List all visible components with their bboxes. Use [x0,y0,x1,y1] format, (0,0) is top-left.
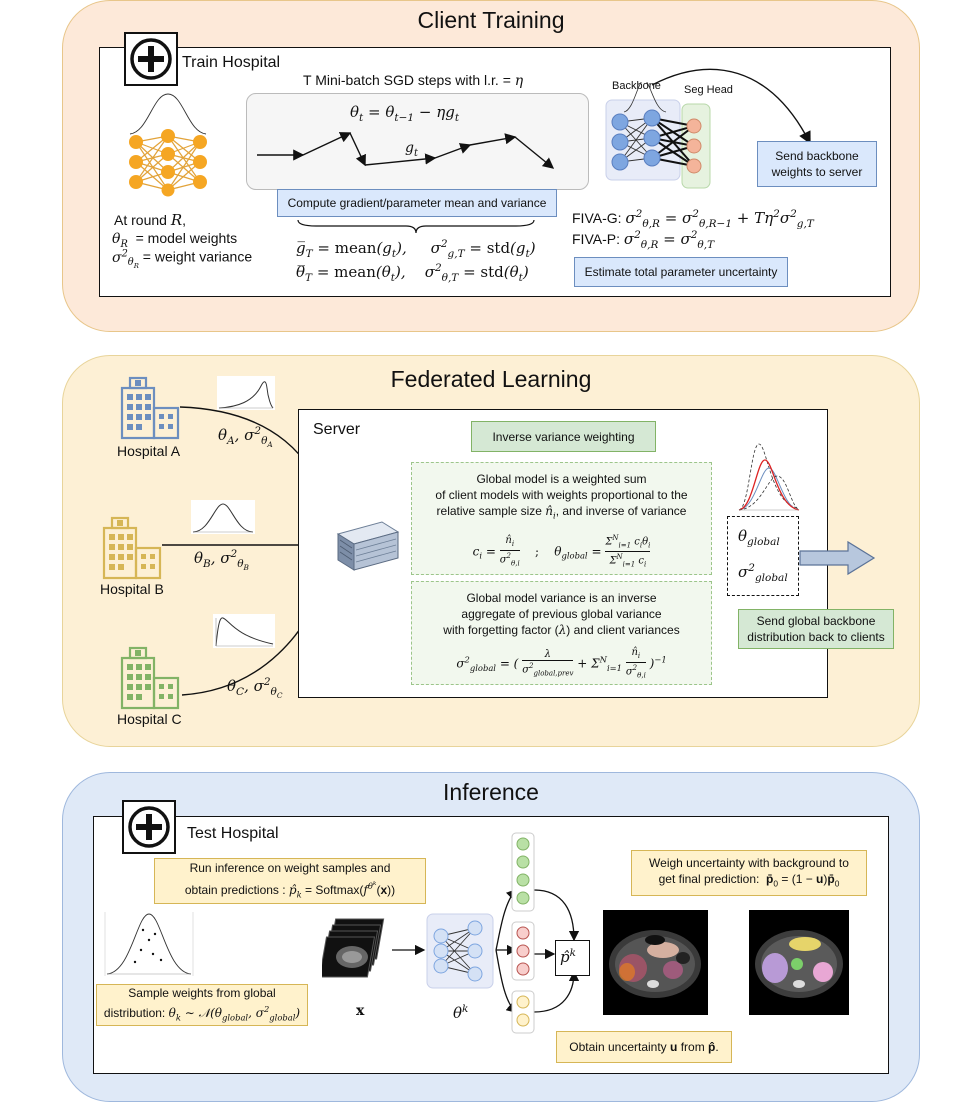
ivw-box: Inverse variance weighting [471,421,656,452]
weigh-box: Weigh uncertainty with background to get… [631,850,867,896]
global-params-box [727,516,799,596]
test-hospital-plus-icon [122,800,176,854]
train-hospital-label: Train Hospital [182,54,281,71]
stats-line-2: θ̅T = mean(θt), σ2θ,T = std(θt) [296,262,529,284]
client-training-title: Client Training [417,7,565,33]
stats-line-1: g̅T = mean(gt), σ2g,T = std(gt) [296,238,536,260]
global-distribution-icon [738,443,800,511]
ct-final-prediction-image [749,910,849,1015]
weigh-line-2: get final prediction: p̄0 = (1 − u)p̄0 [658,871,840,889]
send-backbone-box: Send backbone weights to server [757,141,877,187]
grad-label: gt [405,140,418,159]
compute-box: Compute gradient/parameter mean and vari… [277,189,557,217]
sample-weights-line-1: Sample weights from global [128,985,276,1000]
backbone-network-icon [605,82,711,189]
update-equation: θt = θt−1 − ηgt [350,103,460,124]
send-global-arrow [799,540,876,576]
params-b: θB, σ2θB [194,548,249,573]
pred-green-column [511,832,535,912]
orange-network-icon [129,93,207,197]
theta-global: θglobal [738,527,780,548]
sample-weights-box: Sample weights from global distribution:… [96,984,308,1026]
federated-title: Federated Learning [390,366,592,392]
hospital-a-label: Hospital A [117,443,181,459]
test-hospital-label: Test Hospital [187,825,279,842]
hospital-c-icon [120,646,180,710]
brace [297,219,535,234]
sample-weights-line-2: distribution: θk ∼ 𝒩(θglobal, σ2global) [103,1003,301,1023]
seghead-label: Seg Head [684,84,733,96]
ct-prediction-image [603,910,708,1015]
send-arrow [651,68,811,145]
x-label: x [356,1003,365,1019]
sgd-box [246,93,589,190]
run-inference-line-2: obtain predictions : p̂k = Softmax(fθk(x… [184,880,396,900]
fiva-g-equation: FIVA-G: σ2θ,R = σ2θ,R−1 + Tη2σ2g,T [572,208,814,230]
send-global-box: Send global backbone distribution back t… [738,609,894,649]
inference-title: Inference [443,779,539,805]
hospital-a-icon [120,376,180,440]
hospital-b-label: Hospital B [100,581,164,597]
p-hat-box [555,940,590,976]
pred-yellow-column [511,990,535,1034]
round-line-2: θR = model weights [112,230,238,250]
fiva-p-equation: FIVA-P: σ2θ,R = σ2θ,T [572,229,715,251]
uncertainty-text: Obtain uncertainty u from p̂. [569,1040,719,1054]
params-c: θC, σ2θC [227,676,283,701]
weigh-line-1: Weigh uncertainty with background to [649,855,849,870]
dist-a-icon [217,376,275,410]
dist-c-icon [213,614,275,648]
sgd-path-arrows [257,132,555,169]
uncertainty-box: Obtain uncertainty u from p̂. [556,1031,732,1063]
estimate-box: Estimate total parameter uncertainty [574,257,788,287]
sample-distribution-icon [104,912,194,976]
round-line-1: At round R, [114,211,187,229]
server-icon [336,521,400,571]
params-a: θA, σ2θA [218,425,273,450]
run-inference-box: Run inference on weight samples and obta… [154,858,426,904]
hospital-b-icon [102,516,162,580]
hospital-plus-icon [124,32,178,86]
theta-k-label: θk [453,1003,469,1022]
inference-network-icon [426,913,494,989]
ct-stack-icon [322,918,385,978]
hospital-c-label: Hospital C [117,711,182,727]
backbone-label: Backbone [612,80,661,92]
round-line-3: σ2θR = weight variance [112,248,253,271]
sgd-title: T Mini-batch SGD steps with l.r. = η [303,72,524,89]
sigma-global: σ2global [738,562,788,584]
pred-red-column [511,921,535,981]
dist-b-icon [191,500,255,534]
p-hat-label: p̂k [560,947,576,966]
server-label: Server [313,421,361,438]
run-inference-line-1: Run inference on weight samples and [189,860,391,875]
